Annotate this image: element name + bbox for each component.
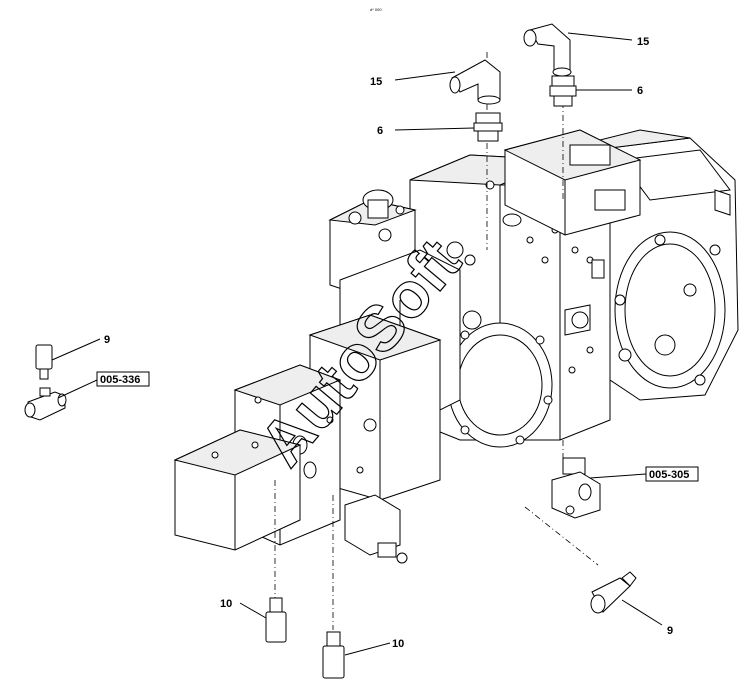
plug-10-bottom: [322, 631, 345, 679]
elbow-fitting-15-mid: [449, 59, 501, 105]
callout-6-top: 6: [637, 85, 643, 97]
callout-15-top: 15: [637, 36, 649, 48]
pump-assembly: [173, 129, 739, 564]
center-lines: [274, 50, 599, 630]
callout-6-mid: 6: [377, 125, 383, 137]
reference-005-305[interactable]: 005-305: [649, 469, 689, 481]
plug-cap-9-right: [590, 571, 637, 614]
callout-10-bottom: 10: [392, 638, 404, 650]
tee-fitting-left: [24, 387, 67, 421]
plug-10-left: [265, 597, 287, 643]
callout-9-right: 9: [667, 625, 673, 637]
elbow-fitting-15-top: [523, 23, 572, 77]
callout-15-mid: 15: [370, 76, 382, 88]
leader-lines: [51, 32, 663, 656]
reference-005-336[interactable]: 005-336: [100, 374, 140, 386]
adapter-fitting-6-top: [549, 75, 577, 107]
reference-box-left[interactable]: 005-336: [96, 371, 150, 387]
callout-10-left: 10: [220, 598, 232, 610]
valve-fitting-right: [551, 457, 601, 519]
callout-9-left: 9: [104, 334, 110, 346]
adapter-fitting-6-mid: [473, 112, 503, 142]
plug-cap-9-left: [35, 344, 53, 380]
drawing-ref-text: d* 000: [370, 7, 382, 12]
reference-box-right[interactable]: 005-305: [645, 466, 699, 482]
